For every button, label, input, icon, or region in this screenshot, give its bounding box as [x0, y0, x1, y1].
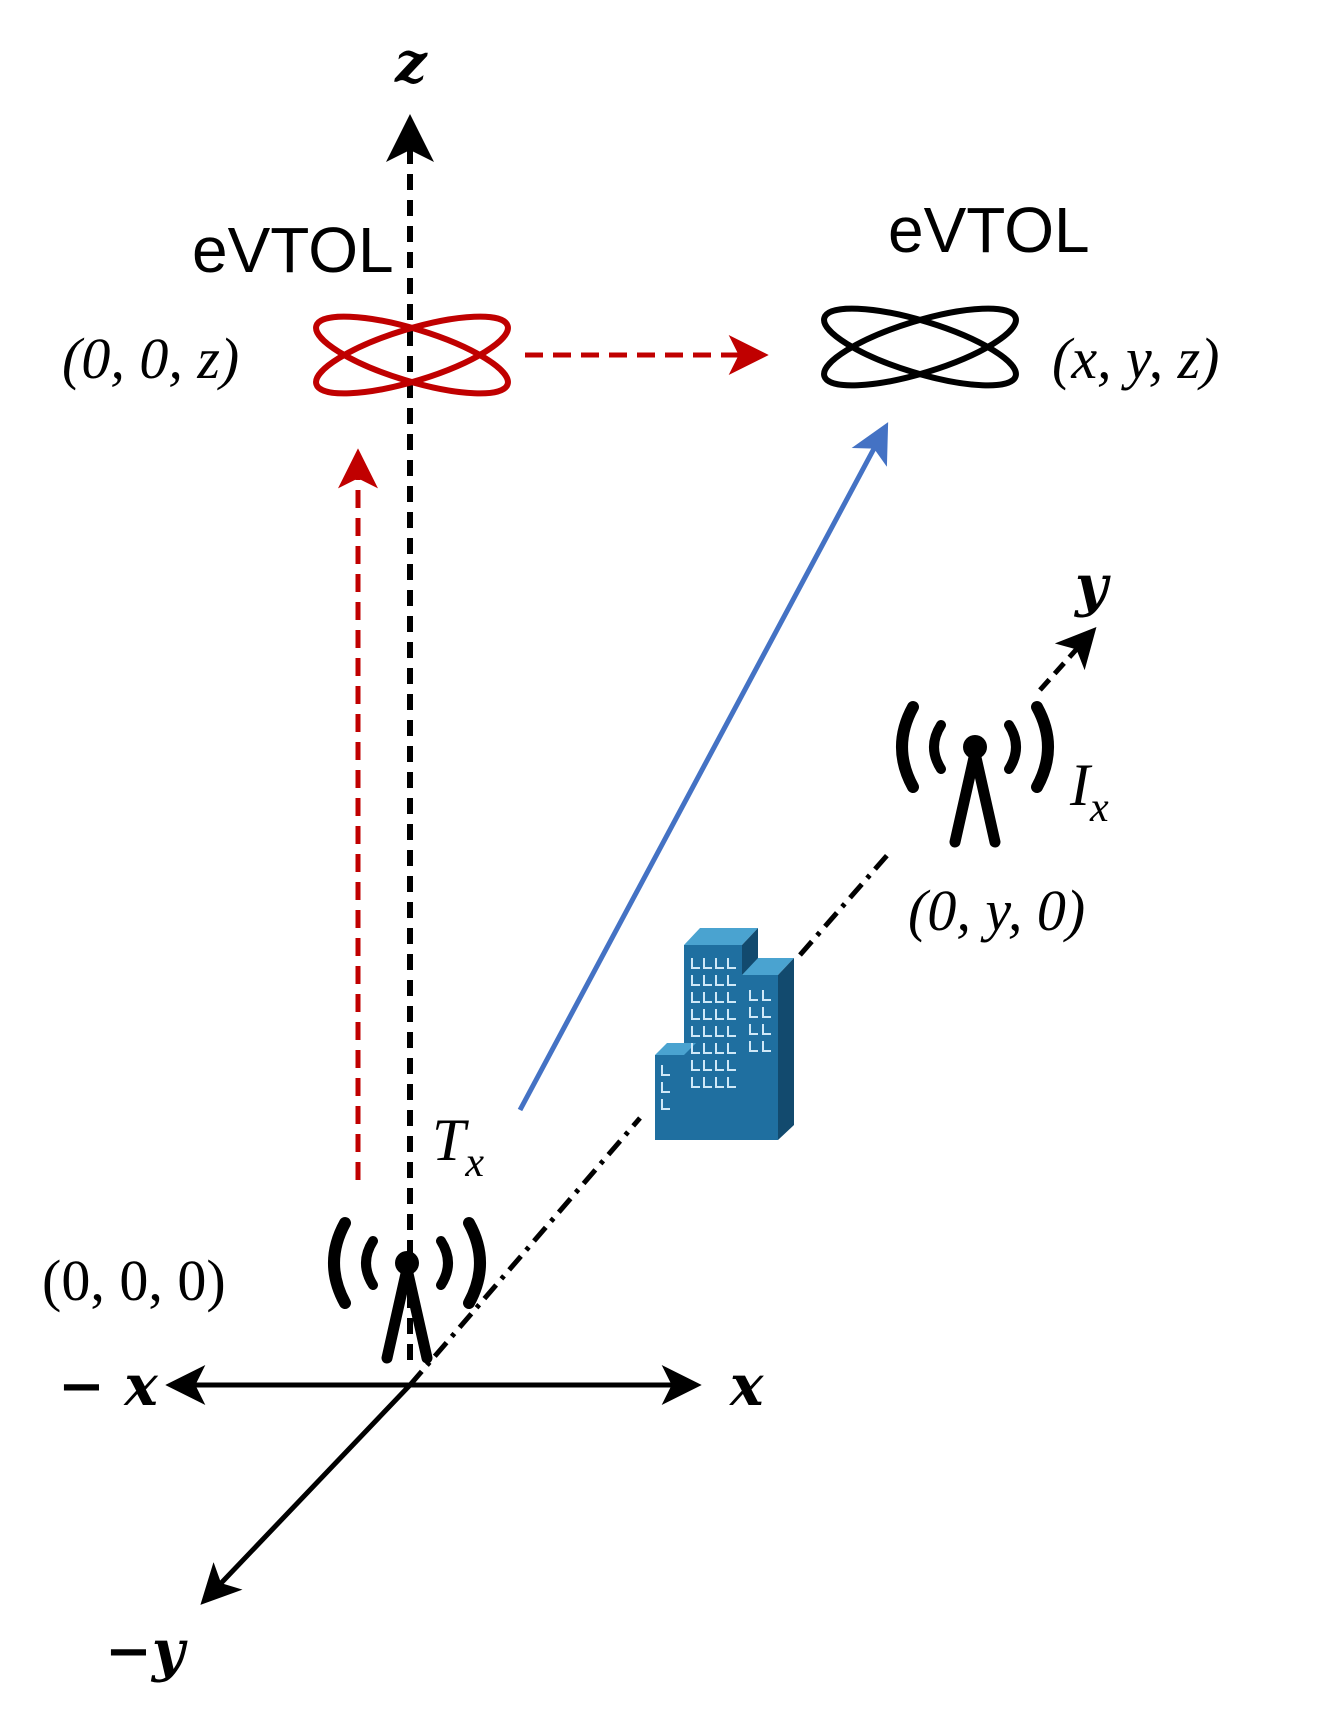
- coord-origin: (0, 0, 0): [42, 1248, 226, 1313]
- antenna-tower-icon: [896, 701, 1054, 848]
- coord-right-evtol: (x, y, z): [1052, 326, 1220, 391]
- y-axis-line-upper: [798, 850, 892, 957]
- direct-link-path: [517, 422, 889, 1112]
- neg-y-axis-label: −y: [105, 1618, 188, 1684]
- evtol-icon: [313, 313, 511, 397]
- tx-label: Tx: [432, 1107, 484, 1186]
- coord-interferer: (0, y, 0): [908, 878, 1085, 943]
- z-axis-label: z: [394, 30, 428, 96]
- coord-left-evtol: (0, 0, z): [62, 326, 239, 391]
- ix-label: Ix: [1069, 752, 1109, 831]
- ix-label-sub: x: [1089, 785, 1109, 831]
- evtol-right-title: eVTOL: [888, 194, 1090, 266]
- ix-label-main: I: [1069, 752, 1093, 818]
- tx-label-main: T: [432, 1107, 469, 1173]
- antenna-tower-icon: [328, 1217, 486, 1364]
- y-axis-line-lower: [408, 1116, 642, 1387]
- building-icon: [655, 928, 794, 1140]
- y-axis-line-tip: [1038, 627, 1097, 692]
- x-axis-label: x: [729, 1353, 764, 1419]
- evtol-left-title: eVTOL: [192, 214, 394, 286]
- neg-x-axis-label: − x: [58, 1353, 158, 1419]
- evtol-icon: [821, 305, 1019, 389]
- tx-label-sub: x: [464, 1140, 484, 1186]
- neg-y-axis-line: [200, 1383, 412, 1605]
- y-axis-label: y: [1073, 553, 1111, 619]
